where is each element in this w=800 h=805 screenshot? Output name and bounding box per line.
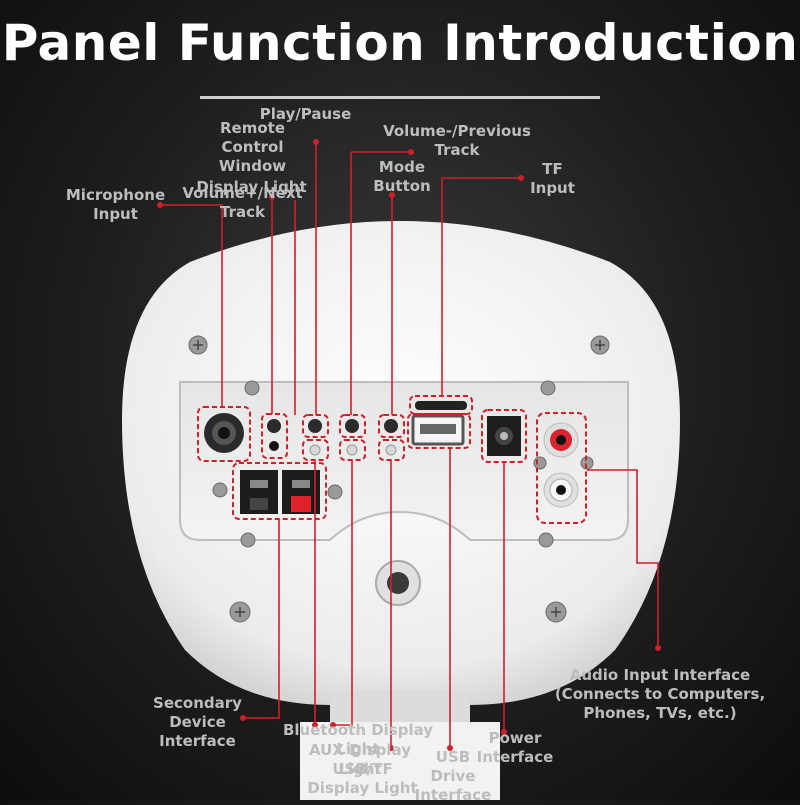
label-volume-next: Volume+/Next Track [182, 184, 303, 221]
label-display-light: Display Light [196, 178, 307, 196]
label-play-pause: Play/Pause [259, 105, 352, 123]
label-remote-control-window: Remote Control Window [218, 119, 287, 175]
control-buttons [267, 419, 398, 451]
page-title: Panel Function Introduction [1, 14, 799, 72]
indicator-lights [309, 444, 397, 456]
label-power-interface: Power Interface [476, 729, 554, 766]
label-secondary-device-interface: Secondary Device Interface [153, 694, 242, 750]
label-audio-input-interface: Audio Input Interface (Connects to Compu… [554, 666, 766, 722]
label-usb-tf-display-light: USB/TF Display Light [307, 760, 418, 797]
label-volume-previous: Volume-/Previous Track [383, 122, 531, 159]
title-divider [200, 96, 600, 99]
label-microphone-input: Microphone Input [65, 186, 166, 223]
tf-slot [415, 401, 467, 410]
label-mode-button: Mode Button [373, 158, 431, 195]
label-bluetooth-display-light: Bluetooth Display Light [282, 721, 434, 758]
label-tf-input: TF Input [530, 160, 575, 197]
label-aux-display-light: AUX Display Light [309, 741, 411, 778]
